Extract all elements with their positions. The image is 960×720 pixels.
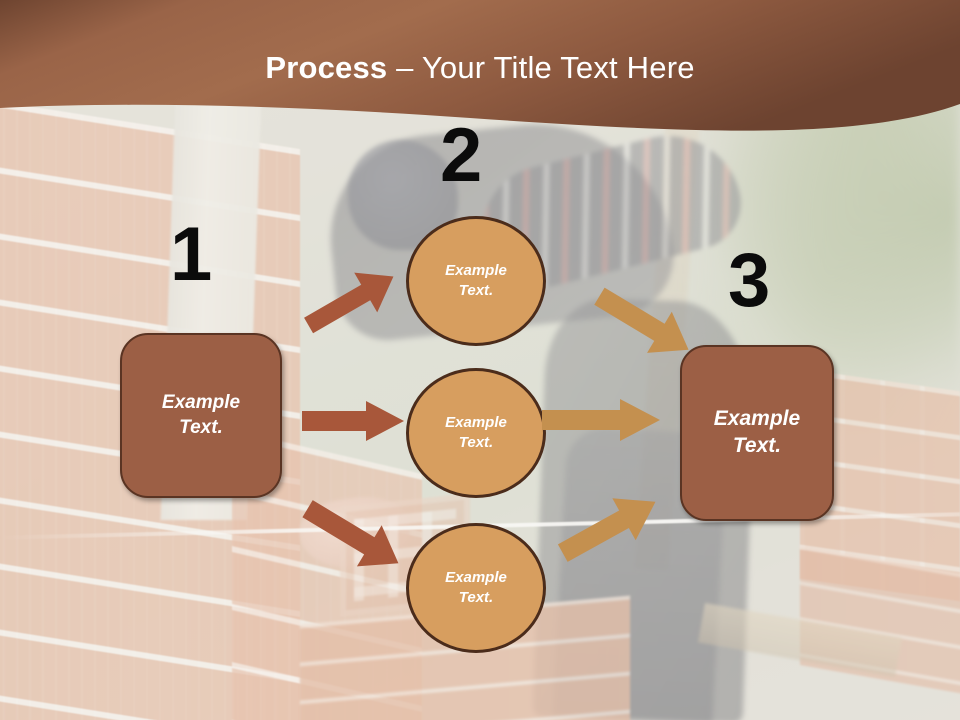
step-2-circle-3-text: Example Text. [445, 568, 507, 609]
step-2-circle-1-line1: Example [445, 261, 507, 279]
step-1-box-text: Example Text. [162, 391, 240, 440]
step-2-circle-1[interactable]: Example Text. [406, 216, 546, 346]
step-1-box[interactable]: Example Text. [120, 333, 282, 498]
step-3-box[interactable]: Example Text. [680, 345, 834, 521]
step-2-circle-2-text: Example Text. [445, 413, 507, 454]
page-title-rest: – Your Title Text Here [387, 50, 695, 85]
page-title-bold: Process [265, 50, 388, 85]
arrow-circle-2-to-box [540, 397, 662, 443]
step-2-circle-3-line2: Text. [458, 589, 494, 606]
step-3-box-text: Example Text. [714, 406, 800, 460]
page-title: Process – Your Title Text Here [0, 50, 960, 86]
header-shape [0, 0, 960, 131]
step-2-circle-3[interactable]: Example Text. [406, 523, 546, 653]
step-number-3: 3 [728, 238, 771, 323]
arrow-box-to-circle-1 [296, 268, 406, 334]
arrow-box-to-circle-2 [300, 399, 406, 443]
step-2-circle-1-line2: Text. [458, 282, 494, 299]
step-2-circle-2-line1: Example [445, 413, 507, 431]
arrow-circle-3-to-box [552, 492, 668, 562]
header-banner: Process – Your Title Text Here [0, 0, 960, 140]
step-3-box-line2: Text. [732, 434, 782, 457]
step-2-circle-2-line2: Text. [458, 434, 494, 451]
step-number-1: 1 [170, 212, 213, 297]
step-1-box-line1: Example [161, 392, 241, 414]
step-3-box-line1: Example [713, 407, 801, 431]
arrow-box-to-circle-3 [294, 500, 412, 572]
step-1-box-line2: Text. [179, 416, 223, 438]
step-2-circle-1-text: Example Text. [445, 261, 507, 302]
step-2-circle-3-line1: Example [445, 568, 507, 586]
step-number-2: 2 [440, 113, 483, 198]
arrow-circle-1-to-box [588, 287, 700, 358]
step-2-circle-2[interactable]: Example Text. [406, 368, 546, 498]
